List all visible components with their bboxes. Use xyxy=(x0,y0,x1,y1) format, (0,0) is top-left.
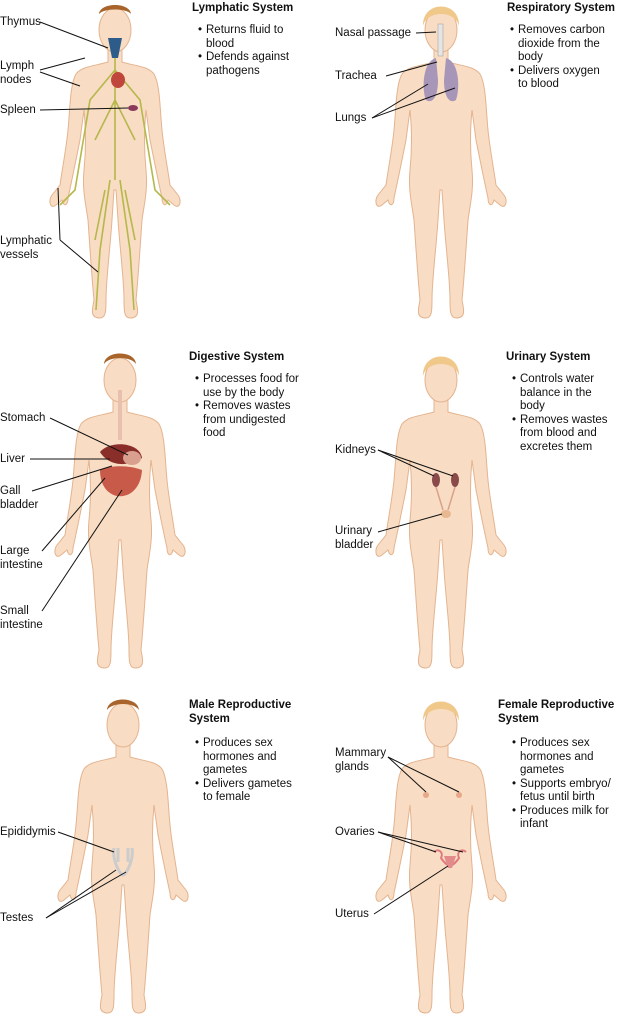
function-list: Controls water balance in the body Remov… xyxy=(512,373,616,454)
respiratory-figure xyxy=(371,6,507,319)
function-item: Delivers oxygen to blood xyxy=(510,65,610,92)
function-list: Returns fluid to blood Defends against p… xyxy=(198,24,298,78)
panel-title: Respiratory System xyxy=(506,2,615,14)
label-large-intestine: Large intestine xyxy=(0,545,43,571)
function-item: Removes wastes from blood and excretes t… xyxy=(512,414,616,455)
thymus xyxy=(108,38,122,58)
function-item: Processes food for use by the body xyxy=(195,373,307,400)
digestive-figure xyxy=(30,353,186,669)
spleen xyxy=(128,105,138,111)
label-nasal-passage: Nasal passage xyxy=(335,27,412,39)
function-item: Produces sex hormones and gametes xyxy=(512,737,612,778)
label-mammary-glands: Mammary glands xyxy=(335,747,387,773)
label-kidneys: Kidneys xyxy=(335,444,376,456)
heart xyxy=(111,72,125,88)
function-item: Defends against pathogens xyxy=(198,51,298,78)
intestines xyxy=(100,466,142,497)
function-item: Removes carbon dioxide from the body xyxy=(510,24,610,65)
stomach xyxy=(123,451,141,465)
panel-title: Urinary System xyxy=(506,351,591,363)
panel-title: Lymphatic System xyxy=(192,2,294,14)
label-liver: Liver xyxy=(0,453,25,465)
function-list: Processes food for use by the body Remov… xyxy=(195,373,307,441)
label-trachea: Trachea xyxy=(335,70,377,82)
label-spleen: Spleen xyxy=(0,104,36,116)
label-thymus: Thymus xyxy=(0,16,41,28)
label-small-intestine: Small intestine xyxy=(0,605,43,631)
reproductive-organs xyxy=(112,847,134,877)
kidney-right xyxy=(451,473,459,487)
female-reproductive-figure xyxy=(373,701,507,1014)
label-lymph-nodes: Lymph nodes xyxy=(0,60,35,86)
function-item: Supports embryo/ fetus until birth xyxy=(512,778,612,805)
label-testes: Testes xyxy=(0,912,34,924)
function-item: Produces sex hormones and gametes xyxy=(195,737,295,778)
label-stomach: Stomach xyxy=(0,412,46,424)
label-lungs: Lungs xyxy=(335,112,367,124)
label-epididymis: Epididymis xyxy=(0,826,56,838)
function-item: Produces milk for infant xyxy=(512,805,612,832)
panel-title: Male Reproductive System xyxy=(189,699,292,725)
function-list: Produces sex hormones and gametes Delive… xyxy=(195,737,295,805)
label-urinary-bladder: Urinary bladder xyxy=(335,525,374,551)
function-list: Removes carbon dioxide from the body Del… xyxy=(510,24,610,92)
lymphatic-vessels xyxy=(59,50,171,311)
function-item: Removes wastes from undigested food xyxy=(195,400,307,441)
panel-title: Digestive System xyxy=(189,351,285,363)
function-item: Delivers gametes to female xyxy=(195,778,295,805)
uterus xyxy=(444,856,456,868)
label-lymphatic-vessels: Lymphatic vessels xyxy=(0,235,52,261)
male-reproductive-figure xyxy=(45,699,189,1014)
kidney-left xyxy=(432,473,440,487)
panel-title: Female Reproductive System xyxy=(498,699,615,725)
function-list: Produces sex hormones and gametes Suppor… xyxy=(512,737,612,832)
bladder xyxy=(441,510,451,518)
function-item: Returns fluid to blood xyxy=(198,24,298,51)
label-gall-bladder: Gall bladder xyxy=(0,485,39,511)
urinary-figure xyxy=(375,356,507,669)
lymphatic-figure xyxy=(39,5,181,319)
label-ovaries: Ovaries xyxy=(335,826,375,838)
label-uterus: Uterus xyxy=(335,908,369,920)
function-item: Controls water balance in the body xyxy=(512,373,616,414)
